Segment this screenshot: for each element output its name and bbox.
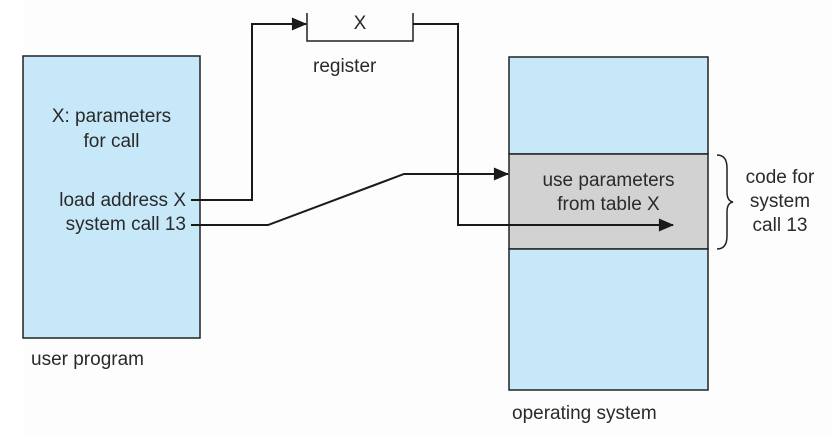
load-address-arrow (191, 17, 308, 201)
user-program-load-line: load address X (59, 190, 186, 211)
brace-icon (716, 154, 734, 250)
register-to-os-arrow (413, 23, 675, 232)
user-program-params-line2: for call (83, 131, 140, 152)
system-call-arrow (191, 167, 510, 226)
brace-annotation-line3: call 13 (752, 215, 808, 236)
user-program-label: user program (31, 349, 144, 370)
operating-system-label: operating system (512, 403, 657, 424)
register-label: register (313, 56, 377, 77)
user-program-syscall-line: system call 13 (65, 214, 186, 235)
register-value: X (353, 13, 367, 34)
os-box-top (508, 56, 709, 155)
user-program-box (22, 55, 201, 339)
os-code-block (508, 153, 709, 250)
user-program-params-line1: X: parameters (51, 106, 172, 127)
os-code-line2: from table X (557, 194, 660, 215)
brace-annotation-line1: code for (745, 167, 815, 188)
os-box-bottom (508, 248, 709, 391)
os-code-line1: use parameters (542, 170, 675, 191)
brace-annotation-line2: system (749, 191, 811, 212)
